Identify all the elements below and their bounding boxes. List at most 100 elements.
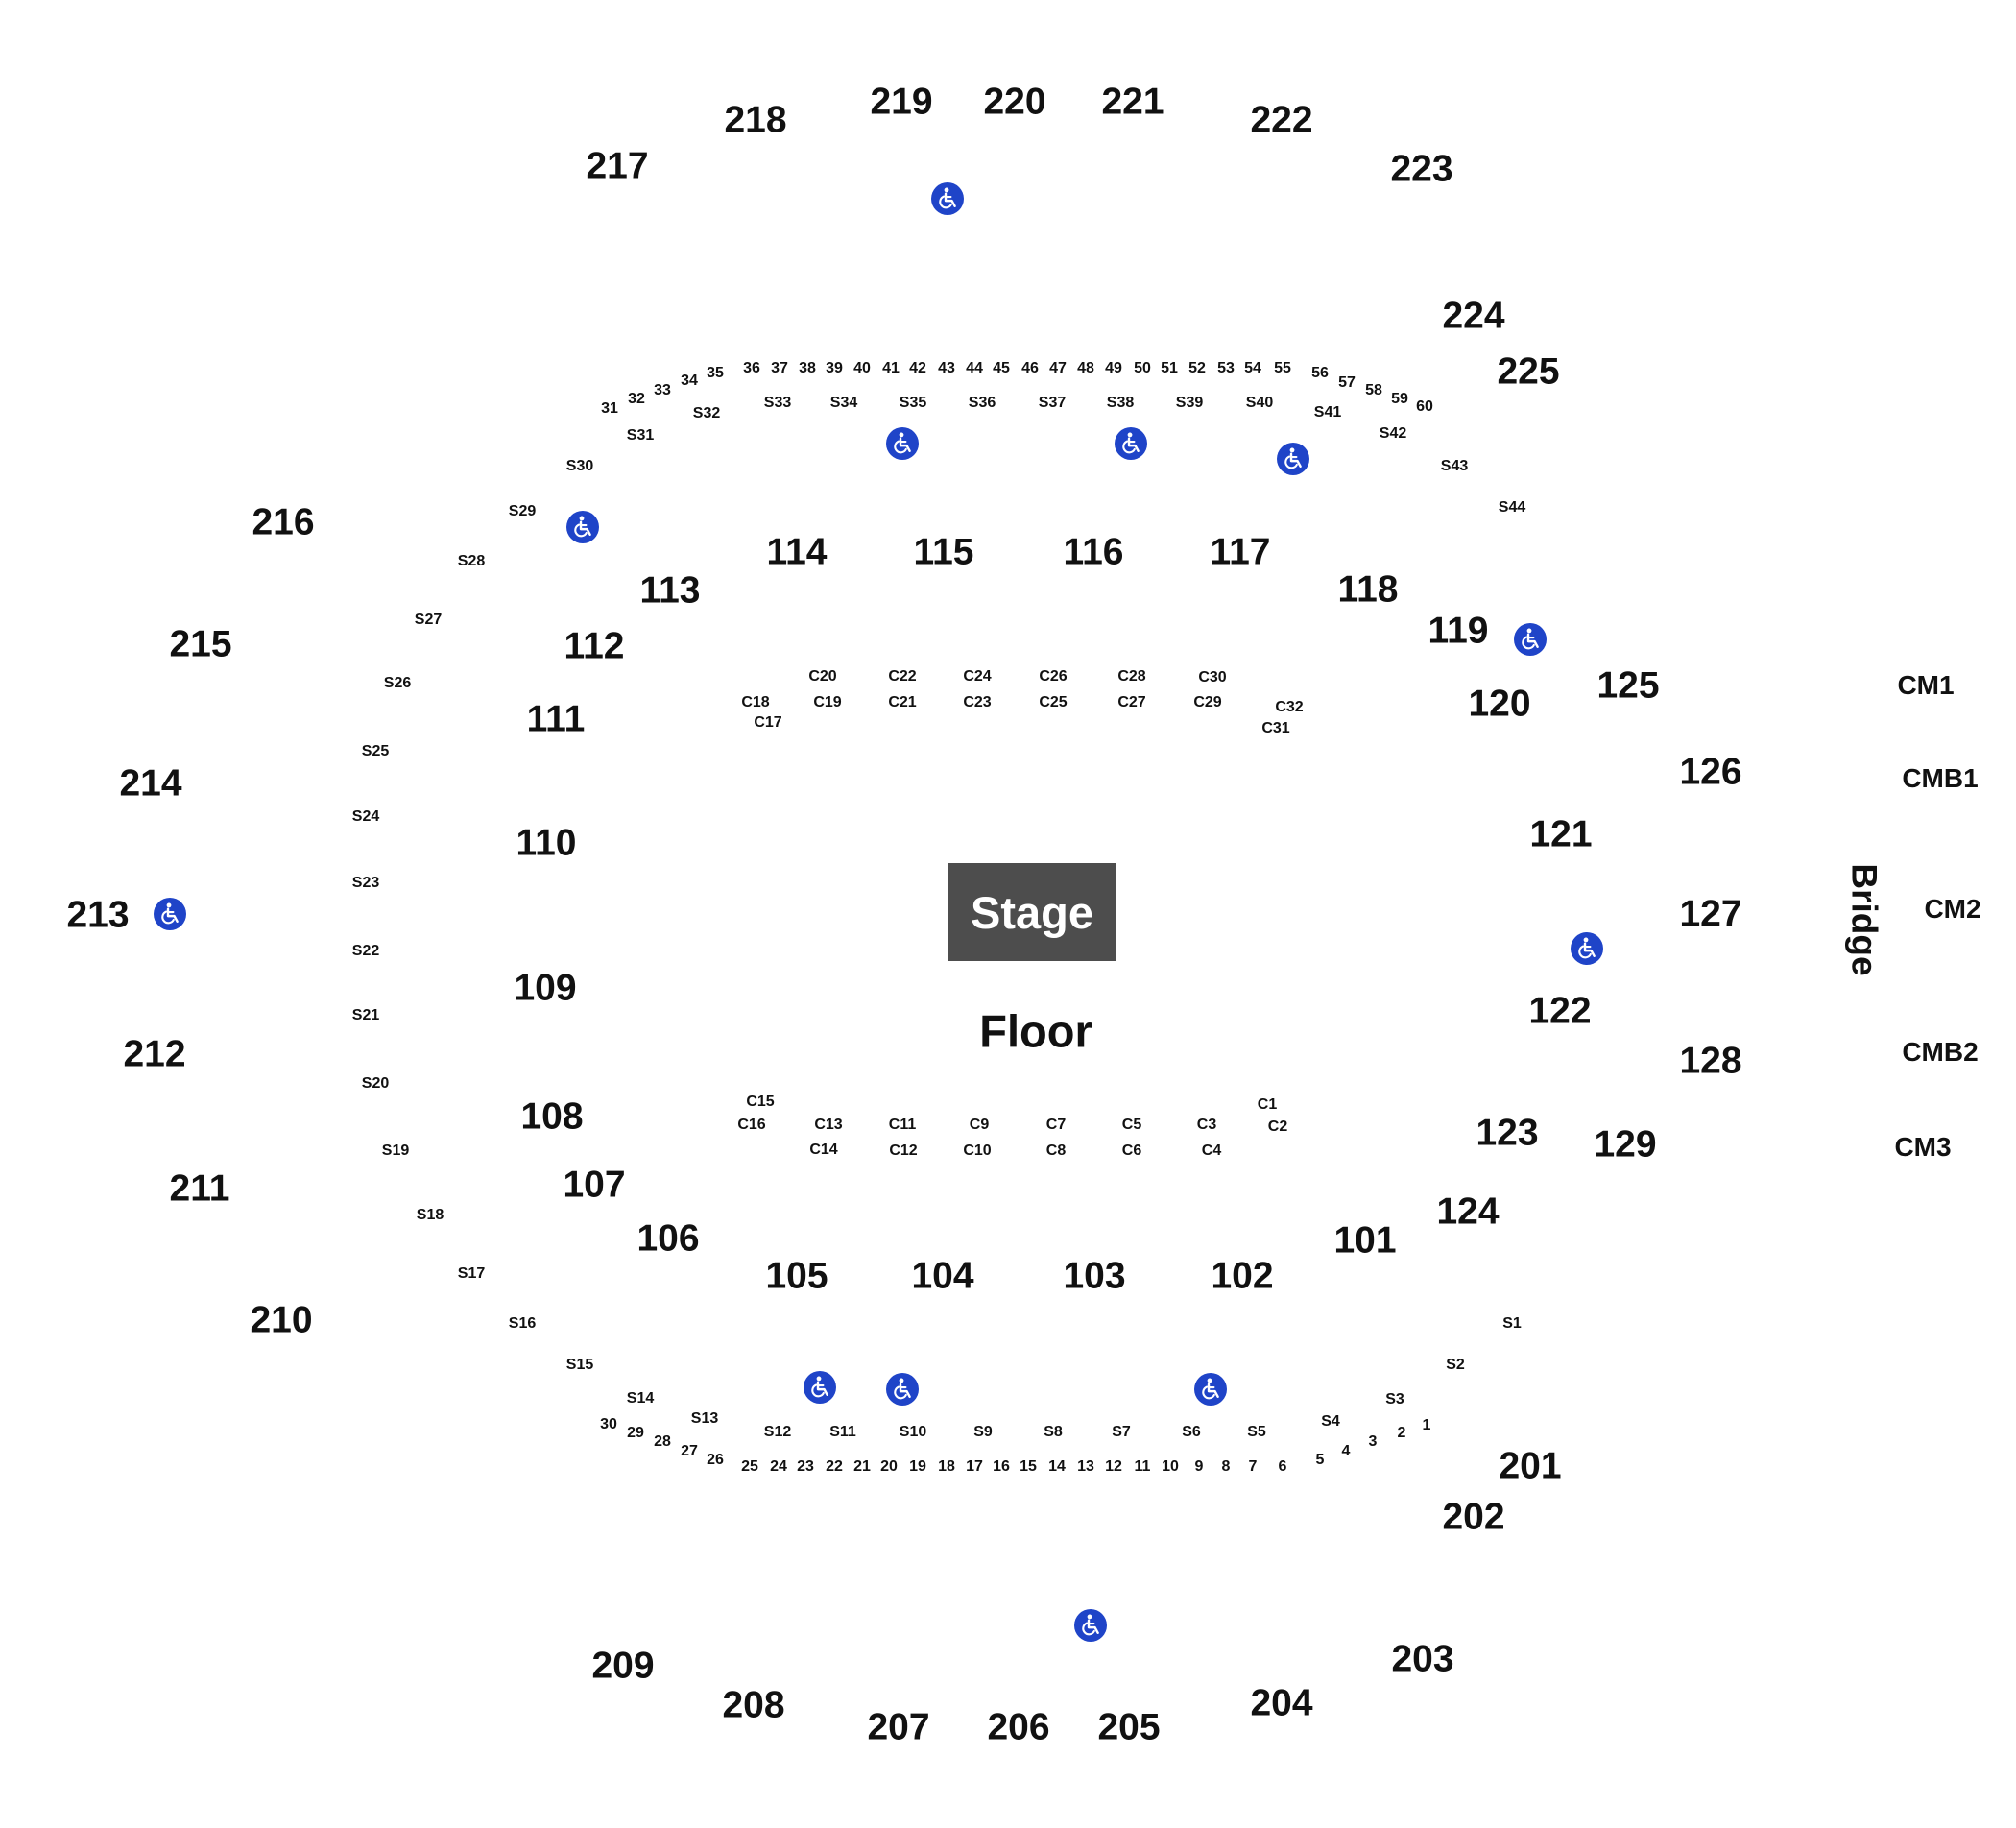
section-121[interactable]: 121 [1529,813,1593,855]
row-59[interactable]: 59 [1391,391,1408,407]
section-c7[interactable]: C7 [1045,1117,1067,1133]
section-129[interactable]: 129 [1594,1123,1657,1166]
row-12[interactable]: 12 [1105,1458,1122,1475]
section-219[interactable]: 219 [870,81,933,123]
section-c21[interactable]: C21 [888,694,917,710]
wheelchair-accessible-icon[interactable] [1194,1373,1227,1406]
row-56[interactable]: 56 [1311,365,1329,381]
row-20[interactable]: 20 [880,1458,898,1475]
row-23[interactable]: 23 [797,1458,814,1475]
section-202[interactable]: 202 [1442,1496,1505,1538]
row-28[interactable]: 28 [654,1433,671,1450]
section-c6[interactable]: C6 [1121,1142,1142,1159]
section-s13[interactable]: S13 [690,1410,719,1427]
wheelchair-accessible-icon[interactable] [1074,1609,1107,1642]
row-55[interactable]: 55 [1274,360,1291,376]
wheelchair-accessible-icon[interactable] [1571,932,1603,965]
section-s19[interactable]: S19 [381,1142,410,1159]
section-s33[interactable]: S33 [763,395,792,411]
section-c26[interactable]: C26 [1039,668,1068,685]
section-111[interactable]: 111 [526,698,586,740]
section-s40[interactable]: S40 [1245,395,1274,411]
row-2[interactable]: 2 [1397,1425,1406,1441]
section-221[interactable]: 221 [1101,81,1164,123]
row-10[interactable]: 10 [1162,1458,1179,1475]
section-208[interactable]: 208 [722,1684,785,1726]
section-cmb1[interactable]: CMB1 [1902,763,1979,793]
section-s36[interactable]: S36 [968,395,996,411]
section-109[interactable]: 109 [514,967,577,1009]
section-s32[interactable]: S32 [692,405,721,421]
row-24[interactable]: 24 [770,1458,787,1475]
section-c1[interactable]: C1 [1257,1096,1278,1113]
section-s16[interactable]: S16 [508,1315,537,1332]
row-45[interactable]: 45 [993,360,1010,376]
row-26[interactable]: 26 [707,1452,724,1468]
section-c27[interactable]: C27 [1117,694,1146,710]
section-c16[interactable]: C16 [737,1117,766,1133]
row-8[interactable]: 8 [1221,1458,1231,1475]
section-108[interactable]: 108 [520,1095,584,1138]
section-216[interactable]: 216 [252,501,315,543]
section-s26[interactable]: S26 [383,675,412,691]
section-c11[interactable]: C11 [888,1117,917,1133]
section-s3[interactable]: S3 [1385,1391,1404,1407]
row-6[interactable]: 6 [1278,1458,1287,1475]
section-c15[interactable]: C15 [746,1094,775,1110]
row-35[interactable]: 35 [707,365,724,381]
row-18[interactable]: 18 [938,1458,955,1475]
section-c9[interactable]: C9 [969,1117,990,1133]
section-c17[interactable]: C17 [754,714,782,731]
row-38[interactable]: 38 [799,360,816,376]
section-s44[interactable]: S44 [1498,499,1526,516]
row-27[interactable]: 27 [681,1443,698,1459]
section-cmb2[interactable]: CMB2 [1902,1037,1979,1067]
wheelchair-accessible-icon[interactable] [1514,623,1547,656]
section-s20[interactable]: S20 [361,1075,390,1092]
row-41[interactable]: 41 [882,360,900,376]
section-s18[interactable]: S18 [416,1207,444,1223]
row-54[interactable]: 54 [1244,360,1261,376]
row-21[interactable]: 21 [853,1458,871,1475]
section-s39[interactable]: S39 [1175,395,1204,411]
section-c13[interactable]: C13 [814,1117,843,1133]
section-s43[interactable]: S43 [1440,458,1469,474]
row-40[interactable]: 40 [853,360,871,376]
section-122[interactable]: 122 [1528,990,1592,1032]
section-225[interactable]: 225 [1497,350,1560,393]
section-215[interactable]: 215 [169,623,232,665]
section-207[interactable]: 207 [867,1706,930,1748]
row-15[interactable]: 15 [1020,1458,1037,1475]
section-c25[interactable]: C25 [1039,694,1068,710]
section-127[interactable]: 127 [1679,893,1742,935]
section-s11[interactable]: S11 [829,1424,856,1440]
row-44[interactable]: 44 [966,360,983,376]
row-58[interactable]: 58 [1365,382,1382,398]
wheelchair-accessible-icon[interactable] [886,427,919,460]
section-c32[interactable]: C32 [1275,699,1304,715]
section-c22[interactable]: C22 [888,668,917,685]
section-s29[interactable]: S29 [508,503,537,519]
section-s12[interactable]: S12 [763,1424,792,1440]
row-43[interactable]: 43 [938,360,955,376]
row-36[interactable]: 36 [743,360,760,376]
section-224[interactable]: 224 [1442,295,1505,337]
row-33[interactable]: 33 [654,382,671,398]
wheelchair-accessible-icon[interactable] [886,1373,919,1406]
section-103[interactable]: 103 [1063,1255,1126,1297]
wheelchair-accessible-icon[interactable] [1277,443,1309,475]
section-s28[interactable]: S28 [457,553,486,569]
section-106[interactable]: 106 [636,1217,700,1260]
section-107[interactable]: 107 [563,1164,626,1206]
section-s14[interactable]: S14 [626,1390,655,1407]
row-13[interactable]: 13 [1077,1458,1094,1475]
wheelchair-accessible-icon[interactable] [931,182,964,215]
row-11[interactable]: 11 [1134,1458,1151,1475]
section-s23[interactable]: S23 [351,875,380,891]
section-s9[interactable]: S9 [973,1424,993,1440]
section-112[interactable]: 112 [564,625,625,667]
section-s4[interactable]: S4 [1321,1413,1340,1430]
section-c29[interactable]: C29 [1193,694,1222,710]
section-c19[interactable]: C19 [813,694,842,710]
section-218[interactable]: 218 [724,99,787,141]
